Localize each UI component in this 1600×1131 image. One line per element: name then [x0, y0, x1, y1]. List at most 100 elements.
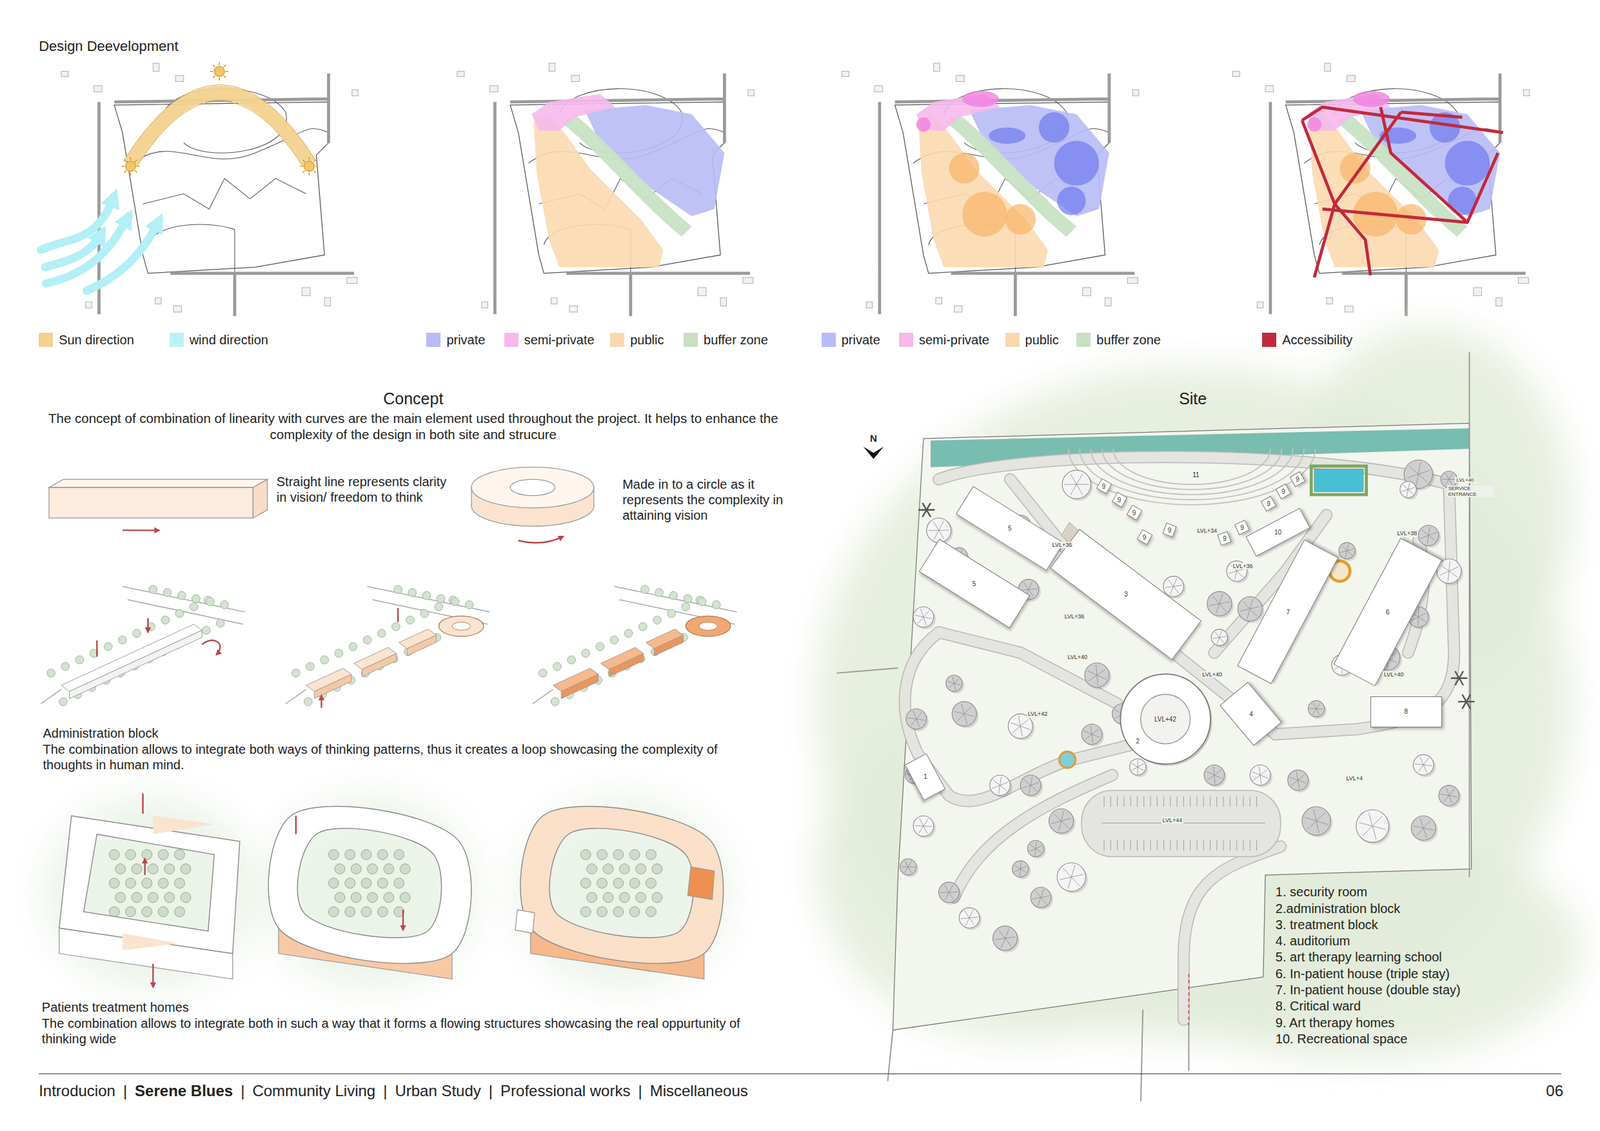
tree [163, 588, 172, 598]
critical-ward: 8 [1370, 696, 1442, 727]
tree-branch [900, 860, 916, 874]
tree-crown [1062, 470, 1091, 499]
tree [103, 642, 113, 651]
tree-branch [947, 676, 961, 691]
block-roof [59, 815, 240, 954]
tree-crown [913, 606, 934, 628]
context-building [953, 305, 963, 312]
public-space [949, 152, 980, 184]
tree [328, 849, 339, 860]
tree [580, 878, 591, 889]
tree [399, 864, 411, 875]
tree [993, 926, 1020, 953]
semi-private-space [1353, 90, 1390, 108]
tree [174, 906, 186, 918]
tree-branch [1440, 787, 1459, 804]
direction-arrow [96, 617, 148, 657]
context-building [1347, 75, 1356, 82]
context-building [1265, 85, 1274, 92]
context-building [571, 75, 580, 82]
palm-symbol [1458, 694, 1475, 709]
tree-crown [1129, 759, 1146, 776]
tree [646, 906, 657, 918]
rotation-arrow [201, 640, 220, 655]
site-analysis-panel [457, 63, 754, 317]
road [1270, 73, 1526, 317]
road [98, 73, 355, 317]
treatment-block: 3 [1049, 528, 1202, 660]
tree-crown [1307, 701, 1324, 718]
private-space [1038, 112, 1070, 143]
context-building [1105, 297, 1112, 307]
site-analysis-panel [841, 63, 1139, 317]
legend-item: buffer zone [683, 332, 769, 348]
watercolour-ground [816, 326, 1582, 1061]
building-number: 9 [1117, 495, 1122, 504]
auditorium-block: 4 [1220, 681, 1283, 747]
inpatient-block: 7 [1236, 539, 1339, 685]
tree [629, 878, 640, 889]
admin-sketch [285, 585, 490, 709]
tree [635, 864, 647, 875]
contour-line [528, 88, 725, 274]
tree-crown [938, 882, 960, 903]
tree [667, 609, 676, 618]
tree-crown [1400, 481, 1417, 498]
tree [635, 892, 647, 903]
tree [377, 906, 388, 918]
tree-branch [1059, 865, 1084, 889]
boundary-road [836, 352, 1470, 1102]
context-building [324, 297, 331, 307]
level-label: LVL+40 [1382, 671, 1406, 678]
tree [586, 864, 598, 875]
tree-crown [1030, 887, 1052, 909]
tree-branch [1212, 630, 1226, 644]
therapy-home: 9 [1216, 531, 1232, 547]
road [494, 73, 751, 317]
tree [1007, 713, 1035, 741]
public-space [1340, 152, 1371, 184]
therapy-home: 9 [1234, 519, 1250, 536]
tree [951, 701, 979, 729]
context-building [956, 75, 965, 82]
semi-private-space [1307, 117, 1322, 132]
level-label: LVL+42 [1026, 710, 1050, 718]
tree [108, 878, 120, 889]
block-roof [520, 806, 724, 965]
tree [681, 602, 691, 612]
tree-crown [1249, 764, 1271, 786]
admin-sketch [40, 585, 245, 707]
tree-branch [1401, 483, 1415, 497]
tree [597, 878, 608, 889]
legend-swatch [426, 332, 441, 347]
context-building [548, 63, 555, 72]
footer-link: Miscellaneous [650, 1082, 749, 1101]
tree [581, 649, 591, 658]
key-item: 6. In-patient house (triple stay) [1275, 966, 1450, 982]
public-space [962, 191, 1008, 237]
tree [1027, 840, 1046, 859]
tree [131, 864, 142, 875]
tree-branch [1412, 818, 1434, 839]
tree-crown [951, 701, 977, 727]
tree-branch [1131, 760, 1145, 775]
level-label: LVL+44 [1161, 817, 1185, 824]
tree-crown [946, 675, 963, 692]
tree [906, 708, 929, 732]
tree [946, 675, 965, 694]
tree-branch [915, 608, 932, 625]
tree-branch [1304, 809, 1328, 834]
tree [653, 615, 662, 625]
tree-crown [1412, 754, 1434, 776]
footer-rule [38, 1073, 1562, 1075]
tree [383, 864, 395, 875]
block-accent [515, 909, 535, 934]
tree [377, 878, 388, 889]
tree [422, 591, 431, 600]
context-building [841, 71, 849, 77]
context-building [1256, 301, 1263, 308]
tree [216, 619, 225, 628]
tree [1084, 662, 1112, 690]
direction-arrow [143, 793, 146, 876]
level-label: LVL+34 [1195, 527, 1219, 534]
